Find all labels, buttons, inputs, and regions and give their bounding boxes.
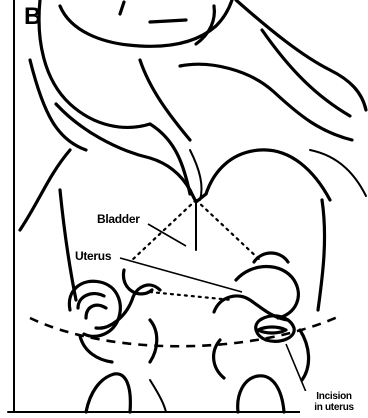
bladder-leader-line bbox=[148, 224, 186, 246]
incision-label-line1: Incision bbox=[301, 391, 367, 402]
incision-label-line2: in uterus bbox=[301, 402, 367, 413]
uterus-dotted-line bbox=[150, 292, 232, 300]
incision-label: Incision in uterus bbox=[300, 391, 368, 413]
panel-label: B bbox=[24, 3, 48, 31]
left-uterine-horn bbox=[69, 270, 160, 362]
uterine-incision bbox=[258, 327, 286, 333]
uterus-label: Uterus bbox=[74, 249, 112, 263]
right-uterine-horn bbox=[214, 253, 309, 380]
bladder-dotted-line-left bbox=[130, 200, 196, 262]
incision-leader-line bbox=[286, 344, 306, 392]
uterus-leader-line bbox=[120, 258, 242, 292]
bladder-label: Bladder bbox=[96, 212, 141, 226]
lower-limbs bbox=[86, 374, 284, 412]
abdominal-wall bbox=[20, 150, 330, 310]
bladder-dotted-line-right bbox=[196, 200, 262, 262]
